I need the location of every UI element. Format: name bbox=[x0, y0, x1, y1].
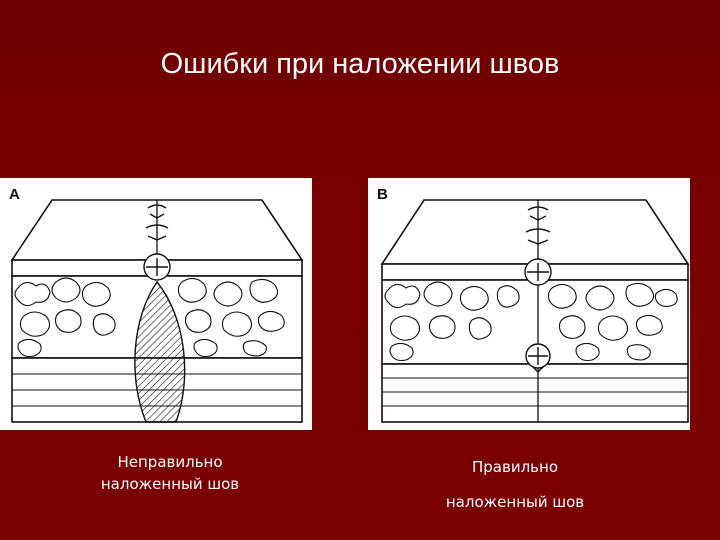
suture-stitches bbox=[143, 204, 171, 281]
fat-lobules bbox=[14, 277, 285, 358]
panel-incorrect-suture: A bbox=[0, 178, 312, 430]
suture-stitches bbox=[524, 206, 552, 373]
dead-space-cavity bbox=[134, 280, 186, 423]
skin-surface bbox=[380, 199, 690, 265]
caption-incorrect-line2: наложенный шов bbox=[100, 475, 240, 493]
correct-suture-illustration bbox=[380, 199, 690, 423]
fat-lobules bbox=[384, 281, 678, 362]
caption-incorrect-line1: Неправильно bbox=[117, 453, 223, 471]
caption-incorrect-suture: Неправильно наложенный шов bbox=[60, 451, 280, 495]
slide-title: Ошибки при наложении швов bbox=[160, 48, 560, 80]
caption-correct-line1: Правильно bbox=[472, 458, 558, 476]
incorrect-suture-illustration bbox=[10, 199, 304, 423]
caption-correct-line2: наложенный шов bbox=[445, 493, 585, 511]
panel-correct-suture: B bbox=[368, 178, 690, 430]
panel-letter-b: B bbox=[377, 186, 388, 203]
panel-letter-a: A bbox=[9, 186, 20, 203]
fascia-layer bbox=[381, 363, 689, 423]
caption-correct-suture: Правильно наложенный шов bbox=[390, 456, 640, 513]
